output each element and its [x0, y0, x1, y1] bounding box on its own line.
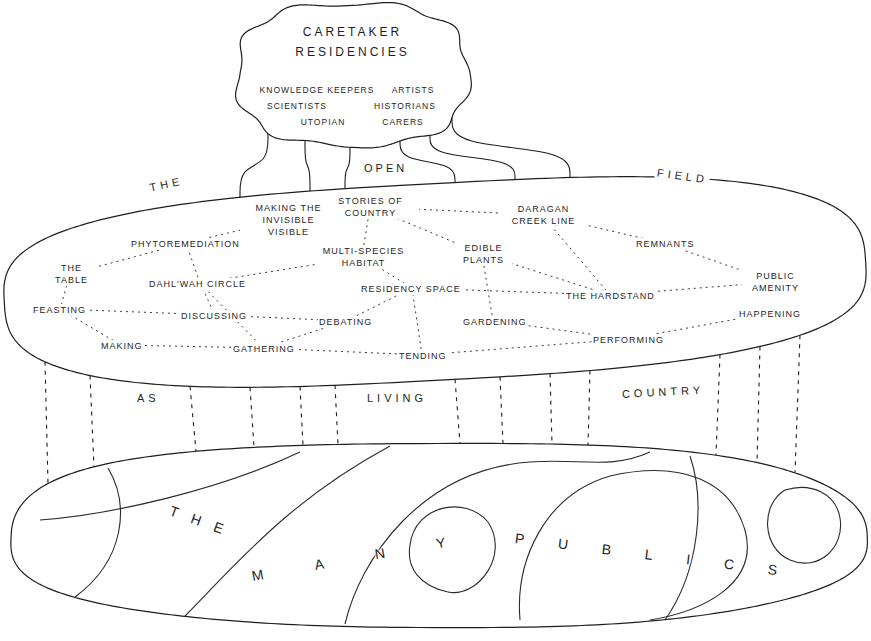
field-term: MAKING	[100, 340, 144, 352]
field-term: THE HARDSTAND	[565, 290, 656, 302]
field-term: TENDING	[398, 350, 448, 362]
dashed-drop-line	[550, 374, 552, 444]
dashed-drop-line	[455, 379, 460, 443]
dashed-drop-line	[757, 346, 760, 462]
field-term: MULTI-SPECIES HABITAT	[315, 245, 412, 269]
role-word: ARTISTS	[392, 85, 435, 96]
field-term: THE TABLE	[48, 262, 95, 286]
field-term: HAPPENING	[738, 308, 802, 320]
dashed-drop-line	[795, 335, 800, 473]
caretaker-cloud: CARETAKER RESIDENCIES KNOWLEDGE KEEPERS AR…	[235, 2, 470, 147]
field-term: DAHL'WAH CIRCLE	[148, 278, 247, 290]
field-heading-word: AS	[135, 392, 162, 406]
field-term: GATHERING	[232, 343, 296, 355]
publics-letters: PUBLICS	[514, 530, 812, 584]
role-word: HISTORIANS	[374, 101, 436, 112]
outline	[235, 2, 470, 147]
publics-region-lines	[40, 446, 841, 624]
residency-link	[452, 117, 570, 177]
field-term: STORIES OF COUNTRY	[322, 195, 419, 219]
dashed-drop-line	[250, 387, 254, 447]
many-publics-region: THE MANY PUBLICS	[0, 430, 871, 635]
residency-link	[345, 147, 350, 188]
field-term: DEBATING	[318, 316, 373, 328]
field-dotted-network	[60, 207, 775, 355]
field-term: PHYTOREMEDIATION	[130, 238, 241, 250]
outline-path	[11, 443, 868, 627]
field-term: DARAGAN CREEK LINE	[500, 203, 587, 227]
field-term: GARDENING	[462, 316, 528, 328]
field-term: PUBLIC AMENITY	[742, 270, 809, 294]
outline	[0, 430, 871, 635]
outline-path	[236, 3, 472, 148]
field-heading-word: COUNTRY	[620, 383, 707, 401]
dashed-drop-line	[45, 362, 48, 484]
field-term: REMNANTS	[635, 238, 696, 250]
field-heading-word: LIVING	[365, 392, 429, 406]
dashed-drop-line	[300, 386, 303, 445]
cloud-title: CARETAKER RESIDENCIES	[278, 22, 428, 63]
field-term: FEASTING	[32, 304, 87, 316]
field-heading-word: OPEN	[362, 162, 409, 176]
field-heading-word: FIELD	[654, 166, 711, 187]
dashed-drop-line	[335, 385, 338, 444]
region-line	[75, 468, 120, 597]
field-heading-word: THE	[147, 174, 187, 195]
dashed-drop-line	[90, 376, 94, 467]
publics-letters: THE	[167, 503, 239, 543]
role-word: CARERS	[382, 117, 423, 128]
field-term: RESIDENCY SPACE	[360, 283, 462, 295]
role-word: SCIENTISTS	[267, 101, 327, 112]
field-term: DISCUSSING	[180, 310, 248, 322]
role-word: UTOPIAN	[301, 117, 346, 128]
dashed-drop-line	[500, 377, 503, 444]
dashed-drop-line	[716, 355, 720, 456]
residency-link	[430, 135, 515, 179]
field-term: EDIBLE PLANTS	[455, 242, 512, 266]
residency-link	[240, 134, 268, 198]
publics-letters: MANY	[250, 525, 498, 585]
region-line	[665, 456, 698, 620]
dashed-drop-line	[190, 386, 196, 451]
role-word: KNOWLEDGE KEEPERS	[260, 85, 375, 96]
residency-link	[305, 140, 310, 191]
outline-path	[4, 177, 866, 388]
dashed-drop-line	[588, 371, 590, 445]
field-term: PERFORMING	[592, 334, 665, 346]
region-line	[768, 488, 841, 564]
